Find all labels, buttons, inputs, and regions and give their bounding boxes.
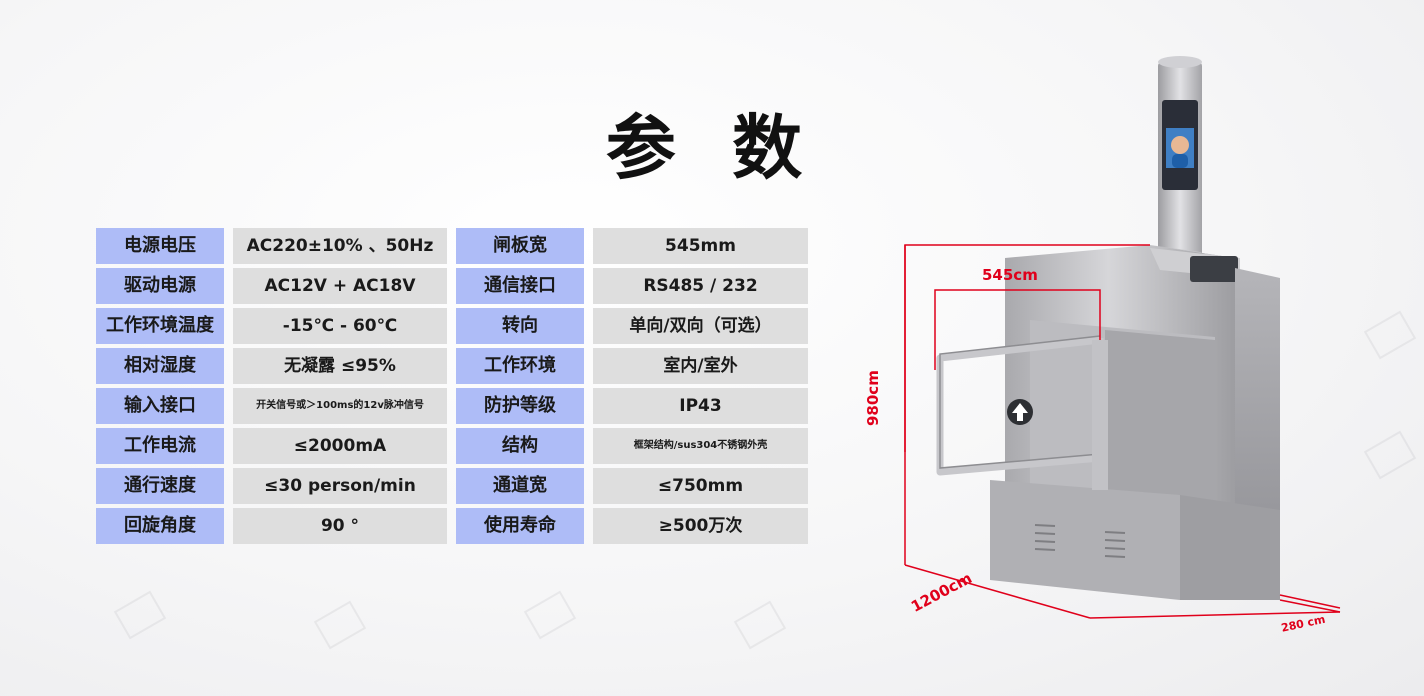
watermark-mark — [733, 600, 787, 650]
spec-value: 90 ° — [233, 508, 447, 544]
turnstile-svg — [904, 56, 1341, 619]
watermark-mark — [113, 590, 167, 640]
watermark-mark — [523, 590, 577, 640]
vent-slots — [1034, 524, 1126, 558]
card-reader — [1190, 256, 1238, 282]
spec-label: 闸板宽 — [456, 228, 584, 264]
turnstile-illustration: 545cm 980cm 1200cm 280 cm — [860, 40, 1420, 690]
face-icon — [1171, 136, 1189, 154]
spec-label: 电源电压 — [96, 228, 224, 264]
spec-label: 通道宽 — [456, 468, 584, 504]
spec-label: 通信接口 — [456, 268, 584, 304]
spec-value: 545mm — [593, 228, 808, 264]
spec-label: 通行速度 — [96, 468, 224, 504]
spec-value: ≤750mm — [593, 468, 808, 504]
spec-label: 回旋角度 — [96, 508, 224, 544]
spec-label: 防护等级 — [456, 388, 584, 424]
dimension-height: 980cm — [864, 370, 882, 426]
pillar-top — [1158, 56, 1202, 68]
spec-row: 电源电压 AC220±10% 、50Hz 闸板宽 545mm — [96, 228, 808, 264]
opening-back — [1105, 330, 1215, 510]
spec-value: RS485 / 232 — [593, 268, 808, 304]
spec-value: 室内/室外 — [593, 348, 808, 384]
spec-row: 输入接口 开关信号或＞100ms的12v脉冲信号 防护等级 IP43 — [96, 388, 808, 424]
spec-label: 使用寿命 — [456, 508, 584, 544]
spec-value: IP43 — [593, 388, 808, 424]
spec-label: 工作环境温度 — [96, 308, 224, 344]
spec-row: 工作电流 ≤2000mA 结构 框架结构/sus304不锈钢外壳 — [96, 428, 808, 464]
barrier-post — [1092, 340, 1108, 490]
spec-value: ≤30 person/min — [233, 468, 447, 504]
spec-label: 工作电流 — [96, 428, 224, 464]
watermark-mark — [313, 600, 367, 650]
spec-value: ≤2000mA — [233, 428, 447, 464]
spec-label: 相对湿度 — [96, 348, 224, 384]
spec-row: 工作环境温度 -15℃ - 60℃ 转向 单向/双向（可选） — [96, 308, 808, 344]
spec-value: 无凝露 ≤95% — [233, 348, 447, 384]
spec-row: 驱动电源 AC12V + AC18V 通信接口 RS485 / 232 — [96, 268, 808, 304]
spec-value: AC220±10% 、50Hz — [233, 228, 447, 264]
spec-value: AC12V + AC18V — [233, 268, 447, 304]
spec-label: 结构 — [456, 428, 584, 464]
spec-label: 工作环境 — [456, 348, 584, 384]
spec-value: 开关信号或＞100ms的12v脉冲信号 — [233, 388, 447, 424]
spec-value: 框架结构/sus304不锈钢外壳 — [593, 428, 808, 464]
spec-row: 回旋角度 90 ° 使用寿命 ≥500万次 — [96, 508, 808, 544]
page-title: 参 数 — [605, 107, 819, 189]
spec-label: 输入接口 — [96, 388, 224, 424]
dimension-lines — [904, 244, 1341, 619]
spec-value: 单向/双向（可选） — [593, 308, 808, 344]
base-side — [1180, 495, 1280, 600]
base-front — [990, 480, 1180, 600]
spec-value: ≥500万次 — [593, 508, 808, 544]
spec-label: 驱动电源 — [96, 268, 224, 304]
spec-value: -15℃ - 60℃ — [233, 308, 447, 344]
shoulders-icon — [1172, 154, 1188, 168]
spec-row: 通行速度 ≤30 person/min 通道宽 ≤750mm — [96, 468, 808, 504]
spec-row: 相对湿度 无凝露 ≤95% 工作环境 室内/室外 — [96, 348, 808, 384]
spec-label: 转向 — [456, 308, 584, 344]
dimension-width: 545cm — [982, 266, 1038, 284]
